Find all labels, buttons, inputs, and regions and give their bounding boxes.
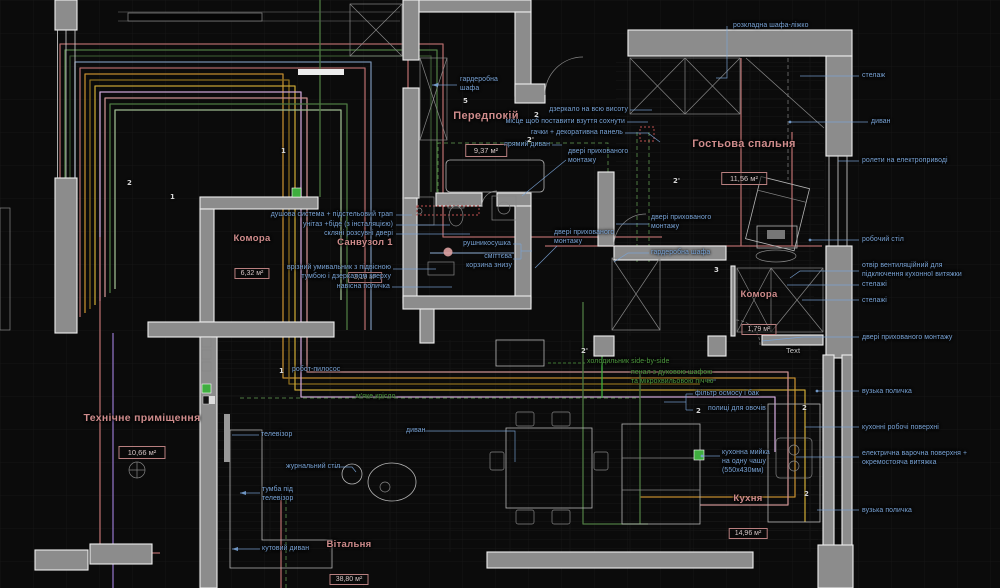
callout-full-height-mirror: дзеркало на всю висоту [549, 106, 628, 113]
door-arcs [481, 56, 789, 346]
fridge [495, 339, 545, 367]
armchair [367, 462, 417, 502]
callout-tv: телевізор [261, 431, 293, 438]
desk-monitor [767, 230, 785, 239]
room-label-bathroom-1: Санвузол 1 3,19 м² [337, 237, 393, 283]
callout-oven-column: пенал з духовою шафою та мікрохвильовою … [631, 369, 714, 385]
tv [224, 414, 230, 462]
callout-tv-stand: тумба під телевізор [262, 486, 294, 502]
callout-wardrobe-bedroom: гардеробна шафа [651, 249, 711, 256]
callout-vent-opening: отвір вентиляційний для підключення кухо… [862, 262, 962, 278]
callout-shelving: стелаж [862, 72, 886, 79]
callout-shoe-drying-spot: місце щоб поставити взуття сохнути [505, 118, 625, 125]
room-label-pantry-right: Комора 1,79 м² [740, 289, 778, 335]
callout-shelves-2: стелажі [862, 297, 887, 304]
floor-hatch-layer [218, 56, 824, 552]
circuit-number: 2' [527, 136, 535, 144]
kitchen-counter [767, 403, 821, 523]
circuit-number: 1 [281, 147, 286, 155]
circuit-number: 2 [804, 490, 809, 498]
callout-hooks-decor-panel: гачки + декоративна панель [530, 129, 623, 136]
callout-narrow-shelf-top: вузька поличка [862, 388, 912, 395]
callout-text-placeholder: Text [786, 346, 801, 355]
callout-towel-dryer: рушникосушка [463, 240, 511, 247]
kitchen-island [621, 423, 701, 525]
bedroom-wardrobe [629, 57, 825, 129]
callout-hidden-door-bedroom: двері прихованого монтажу [651, 214, 712, 230]
callout-straight-sofa: прямий диван [504, 141, 550, 148]
callout-kitchen-worktops: кухонні робочі поверхні [862, 424, 939, 431]
callout-hidden-door-corridor: двері прихованого монтажу [554, 229, 615, 245]
callout-toilet-bidet: унітаз +біде (з інсталяцією) [302, 221, 393, 228]
level-marker [128, 461, 146, 479]
room-label-guest-bedroom: Гостьова спальня 11,56 м² [692, 138, 796, 185]
callout-electric-roller-blinds: ролети на електроприводі [862, 157, 948, 164]
circuit-number: 2 [127, 179, 132, 187]
callout-work-desk: робочий стіл [862, 236, 904, 243]
section-marker [298, 69, 344, 75]
callout-narrow-shelf-bottom: вузька поличка [862, 507, 912, 514]
callout-soft-armchair: м'яке крісло [356, 393, 396, 400]
callout-sofa-living: диван [406, 427, 426, 434]
room-label-kitchen: Кухня 14,96 м² [728, 493, 768, 540]
callout-corner-sofa: кутовий диван [262, 545, 310, 552]
circuit-number: 2' [581, 347, 589, 355]
furniture-layer [128, 3, 825, 569]
callout-vegetable-shelves: полиці для овочів [708, 405, 766, 412]
callout-shower-system: душова система + підстельовий трап [270, 211, 393, 218]
room-label-pantry-left: Комора 6,32 м² [233, 233, 271, 279]
callout-sofa-right: диван [871, 118, 891, 125]
callout-robot-vacuum: робот-пилосос [292, 366, 341, 373]
desk [756, 225, 798, 249]
cooktop [775, 437, 813, 479]
callout-fold-out-wardrobe-bed: розкладна шафа-ліжко [733, 22, 809, 29]
room-label-technical-room: Технічне приміщення 10,66 м² [83, 412, 201, 459]
callout-shelves-1: стелажі [862, 281, 887, 288]
desk-chair [755, 249, 797, 263]
callout-trash-bin: сміттєва корзина знизу [466, 253, 512, 269]
corner-sofa [229, 429, 333, 569]
circuit-number: 1 [170, 193, 175, 201]
hall-wardrobe [611, 257, 661, 331]
walls-layer [0, 0, 854, 588]
circuit-number: 1 [279, 367, 284, 375]
window-right [828, 156, 848, 246]
circuit-number: 3 [714, 266, 719, 274]
balcony-rail [0, 207, 11, 331]
callout-wall-shelf: навісна поличка [336, 283, 390, 290]
circuit-number: 2 [696, 407, 701, 415]
dining-chairs [489, 411, 609, 525]
room-label-living-room: Вітальня 38,80 м² [326, 539, 372, 585]
coffee-table [341, 463, 363, 485]
circuit-number: 5 [463, 97, 468, 105]
callout-hidden-door-hall: двері прихованого монтажу [568, 148, 629, 164]
circuit-number: 2 [802, 404, 807, 412]
hall-closet [419, 57, 448, 141]
panel-icons [201, 187, 302, 405]
dining-table [505, 427, 593, 509]
top-closet [349, 3, 403, 57]
callout-osmosis-filter: фільтр осмосу і бак [695, 390, 759, 397]
window-left [57, 30, 76, 178]
circuit-number: 2' [673, 177, 681, 185]
callout-electric-hob: електрична варочна поверхня + окремостоя… [862, 450, 968, 466]
callout-hidden-door-right: двері прихованого монтажу [862, 334, 953, 341]
callout-kitchen-sink: кухонна мийка на одну чашу (550х430мм) [722, 449, 770, 474]
callout-wardrobe-closet: гардеробна шафа [460, 76, 498, 92]
circuit-number: 2 [534, 111, 539, 119]
callout-fridge-side-by-side: холодильник side-by-side [587, 358, 670, 365]
callout-inset-washbasin: врізний умивальник з підвісною тумбою і … [287, 264, 391, 280]
electrical-markers [416, 126, 655, 216]
sink-marker [693, 449, 705, 461]
plumbing-point [443, 247, 453, 257]
callout-coffee-table: журнальний стіл [286, 463, 341, 470]
leader-lines-layer [232, 26, 868, 551]
hall-sofa [445, 159, 545, 193]
callout-glass-sliding-doors: скляні розсувні двері [324, 230, 393, 237]
guest-bed [745, 176, 811, 252]
room-label-hallway: Передпокій 9,37 м² [453, 110, 519, 157]
